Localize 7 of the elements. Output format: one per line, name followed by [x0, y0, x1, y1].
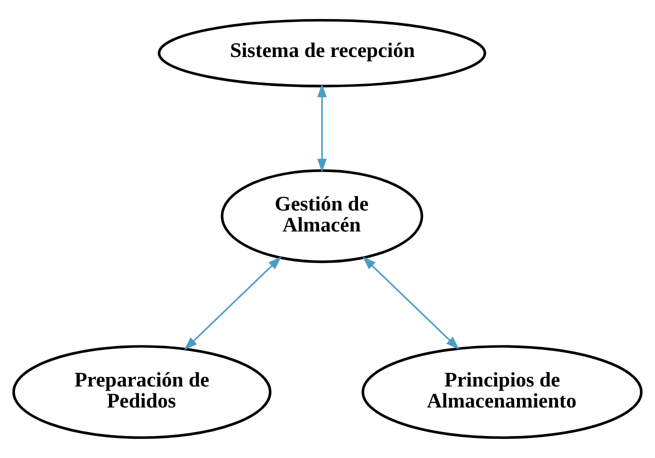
node-ellipse: Gestión de Almacén — [220, 169, 424, 264]
node-ellipse: Principios de Almacenamiento — [362, 345, 643, 439]
arrow — [184, 256, 282, 350]
arrow — [317, 84, 327, 172]
node-ellipse: Preparación de Pedidos — [12, 345, 272, 439]
node-ellipse: Sistema de recepción — [158, 18, 486, 88]
arrow — [362, 256, 460, 350]
